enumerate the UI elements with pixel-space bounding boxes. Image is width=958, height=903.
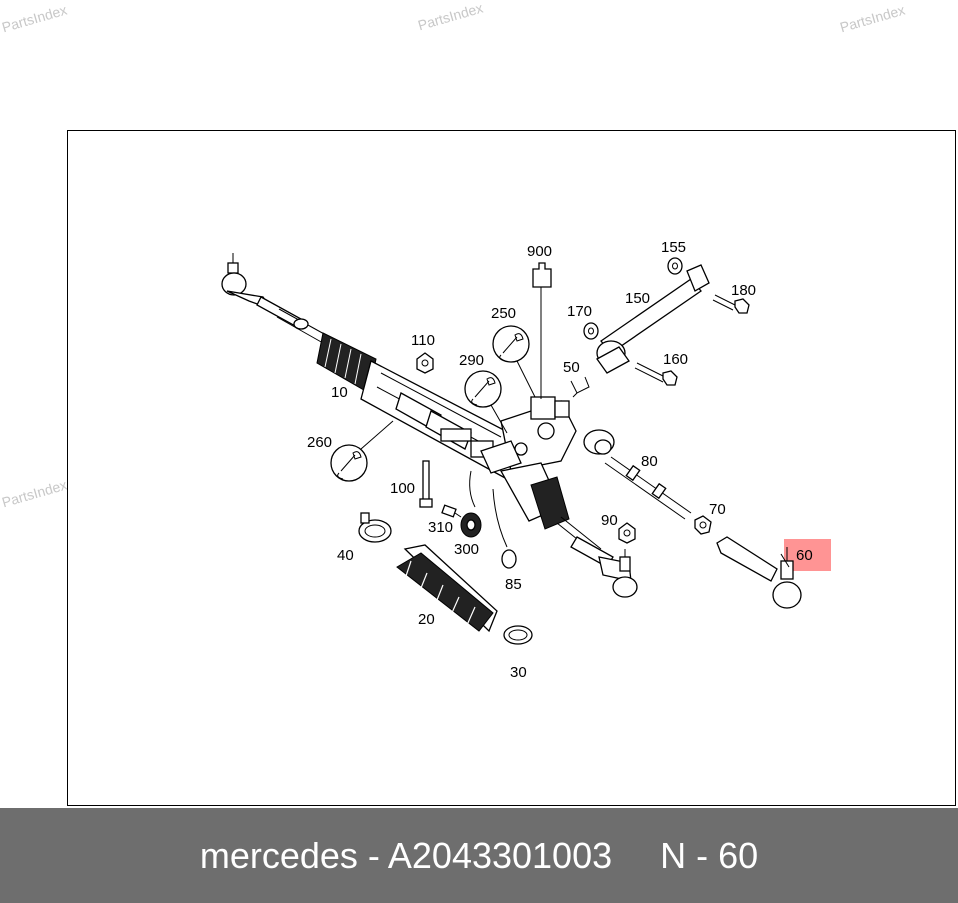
- callout-20: 20: [418, 611, 435, 628]
- bellows-20: [396, 544, 498, 633]
- position-number: N - 60: [660, 834, 759, 876]
- connector-900: [532, 262, 552, 399]
- callout-80: 80: [641, 453, 658, 470]
- clamp-30: [503, 625, 533, 645]
- brand-part-number: mercedes - A2043301003: [199, 834, 613, 876]
- nut-90: [618, 522, 636, 544]
- callout-70: 70: [709, 501, 726, 518]
- callout-250: 250: [491, 305, 516, 322]
- steering-rack-diagram: 10 20 30 40 50 60 70 80 85 90 100 110 15…: [221, 239, 831, 681]
- callout-300: 300: [454, 541, 479, 558]
- cap-85: [501, 549, 517, 569]
- callout-50: 50: [563, 359, 580, 376]
- pinion-valve-housing: [480, 396, 577, 474]
- watermark-mid-left: PartsIndex: [0, 476, 69, 511]
- callout-60: 60: [796, 547, 813, 564]
- watermark-top-center: PartsIndex: [416, 0, 485, 34]
- wrench-symbol-290: [464, 370, 508, 434]
- callout-260: 260: [307, 434, 332, 451]
- hoses: [469, 470, 508, 548]
- callout-180: 180: [731, 282, 756, 299]
- watermark-top-left: PartsIndex: [0, 1, 69, 36]
- callout-100: 100: [390, 480, 415, 497]
- wrench-symbol-250: [492, 325, 536, 398]
- nut-70: [694, 515, 712, 535]
- callout-90: 90: [601, 512, 618, 529]
- callout-290: 290: [459, 352, 484, 369]
- callout-310: 310: [428, 519, 453, 536]
- clamp-40: [358, 512, 392, 543]
- bushing-300: [460, 512, 482, 538]
- callout-160: 160: [663, 351, 688, 368]
- washer-155: [667, 257, 683, 275]
- right-rack-bellows: [499, 462, 570, 530]
- right-tie-rod-end: [556, 516, 638, 598]
- bolt-180: [712, 294, 750, 314]
- bolt-160: [634, 362, 678, 386]
- bolt-100: [419, 460, 433, 508]
- callout-30: 30: [510, 664, 527, 681]
- outer-tie-rod-end-60: [716, 536, 802, 609]
- left-inner-tie-rod: [276, 308, 327, 344]
- callout-110: 110: [411, 332, 435, 349]
- left-tie-rod-end: [221, 253, 302, 328]
- part-footer: mercedes - A2043301003 N - 60: [0, 808, 958, 903]
- callout-150: 150: [625, 290, 650, 307]
- clip-50: [570, 376, 590, 398]
- steering-shaft-150: [596, 264, 710, 374]
- nut-110: [416, 352, 434, 374]
- washer-170: [583, 322, 599, 340]
- watermark-top-right: PartsIndex: [838, 1, 907, 36]
- inner-tie-rod-80: [583, 429, 692, 520]
- callout-170: 170: [567, 303, 592, 320]
- callout-155: 155: [661, 239, 686, 256]
- leader-lines: [780, 553, 790, 568]
- callout-85: 85: [505, 576, 522, 593]
- diagram-frame: 10 20 30 40 50 60 70 80 85 90 100 110 15…: [67, 130, 956, 806]
- bolt-310: [441, 504, 462, 518]
- callout-40: 40: [337, 547, 354, 564]
- callout-900: 900: [527, 243, 552, 260]
- callout-10: 10: [331, 384, 348, 401]
- wrench-symbol-260: [330, 420, 394, 482]
